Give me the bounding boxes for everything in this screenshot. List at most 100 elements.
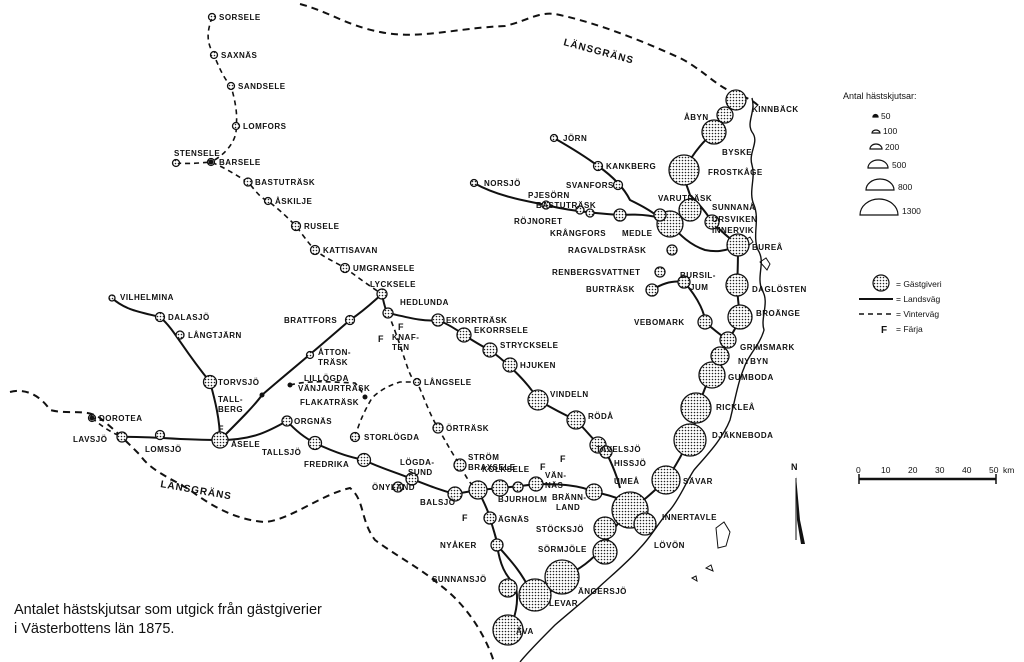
station-hedlunda [382, 307, 394, 319]
place-label: KINNBÄCK [752, 105, 799, 114]
station-kattisavan [309, 244, 321, 256]
station-frostkage [668, 154, 700, 186]
place-label: LÖVÖN [654, 541, 685, 550]
station-markers [87, 12, 753, 646]
place-label: TORVSJÖ [218, 378, 259, 387]
place-label: FLAKATRÄSK [300, 398, 359, 407]
place-label: TAVELSJÖ [596, 445, 641, 454]
place-label: BUREÅ [752, 243, 783, 252]
place-label: ÅVA [516, 627, 534, 636]
place-label: LAND [556, 503, 580, 512]
station-stensele [171, 158, 181, 168]
place-label: SORSELE [219, 13, 261, 22]
place-label: HISSJÖ [614, 459, 646, 468]
station-strom [453, 458, 467, 472]
place-label: VARUTRÄSK [658, 194, 712, 203]
place-label: UMEÅ [614, 477, 640, 486]
place-label: VÄN- [545, 471, 567, 480]
place-label: RUSELE [304, 222, 340, 231]
place-label: NYÅKER [440, 541, 477, 550]
place-label: KOLKSELE [482, 465, 530, 474]
station-vilhelmina [108, 294, 116, 302]
place-label: TALLSJÖ [262, 448, 301, 457]
scale-tick-10: 10 [881, 465, 891, 475]
legend-size-1300: 1300 [902, 206, 921, 216]
place-label: BURTRÄSK [586, 285, 635, 294]
place-label: DOROTEA [99, 414, 143, 423]
scale-bar: 0 10 20 30 40 50 km [856, 465, 1014, 484]
place-label: NORSJÖ [484, 179, 521, 188]
station-langtjarn [175, 330, 185, 340]
place-label: ORGNÄS [294, 417, 332, 426]
waypoint-dot [89, 415, 95, 421]
place-label: SAXNÄS [221, 51, 258, 60]
legend-gastgiveri: = Gästgiveri [896, 279, 942, 289]
waypoint-dot [208, 159, 214, 165]
station-stryck [482, 342, 498, 358]
station-sorsele [207, 12, 217, 22]
station-djakneboda [673, 423, 707, 457]
scale-unit: km [1003, 465, 1014, 475]
place-label: ÅTTON- [318, 348, 351, 357]
station-jorn [549, 133, 559, 143]
station-ekorrsele [456, 327, 472, 343]
station-kinnback [725, 89, 747, 111]
place-label: STENSELE [174, 149, 220, 158]
place-label: ÅBYN [684, 113, 709, 122]
station-vannas [528, 476, 544, 492]
place-label: STÖCKSJÖ [536, 525, 584, 534]
station-burea [726, 233, 750, 257]
place-label: ÄGNÄS [498, 515, 530, 524]
legend-size-200-symbol [869, 143, 883, 150]
caption-line-1: Antalet hästskjutsar som utgick från gäs… [14, 602, 322, 618]
waypoint-dot [362, 394, 368, 400]
place-label: RÖDÅ [588, 412, 614, 421]
place-label: BERG [218, 405, 243, 414]
station-braxsele [468, 480, 488, 500]
place-label: SVANFORS [566, 181, 614, 190]
ferry-symbol: F [540, 462, 546, 472]
place-label: PJESÖRN [528, 191, 570, 200]
place-label: SÄVAR [683, 477, 713, 486]
station-angersjo [544, 559, 580, 595]
legend-farja-symbol: F [881, 325, 888, 336]
station-umgransele [339, 262, 351, 274]
place-label: STRYCKSELE [500, 341, 559, 350]
station-lomsjo [154, 429, 166, 441]
north-label: N [791, 462, 798, 472]
ferry-symbol: F [398, 322, 404, 332]
place-label: SUNNANÅ [712, 203, 756, 212]
legend-size-50-symbol [872, 113, 879, 118]
place-label: BRATTFORS [284, 316, 337, 325]
place-label: INNERTAVLE [662, 513, 717, 522]
station-balsjo [447, 486, 463, 502]
place-label: ÅSELE [231, 440, 260, 449]
place-label: SÖRMJÖLE [538, 545, 587, 554]
border-label-north: LÄNSGRÄNS [562, 35, 635, 66]
place-label: BRAXSELE [468, 463, 516, 472]
station-sunnansjo [498, 578, 518, 598]
place-label: BURSIL- [680, 271, 716, 280]
station-hissjo [599, 445, 613, 459]
place-label: LILLÖGDA [304, 374, 349, 383]
place-label: ÄNGERSJÖ [578, 587, 627, 596]
place-label: LÅNGSELE [424, 378, 472, 387]
station-svanfors [612, 179, 624, 191]
station-langsele [412, 377, 422, 387]
station-rickllea [680, 392, 712, 424]
station-sandsele [226, 81, 236, 91]
north-arrow: N [791, 462, 805, 544]
place-label: SUNNANSJÖ [432, 575, 487, 584]
station-attontrask [305, 350, 315, 360]
place-label: GRIMSMARK [740, 343, 795, 352]
legend-size-500: 500 [892, 160, 906, 170]
place-label: LÅNGTJÄRN [188, 331, 242, 340]
station-bursiljum [677, 275, 691, 289]
place-label: BYSKE [722, 148, 752, 157]
place-label: MEDLE [622, 229, 653, 238]
place-label: ÅSKILJE [275, 197, 312, 206]
station-bastutrask-w [243, 177, 253, 187]
place-label: LAVSJÖ [73, 435, 107, 444]
station-ragvaldstrask [666, 244, 678, 256]
